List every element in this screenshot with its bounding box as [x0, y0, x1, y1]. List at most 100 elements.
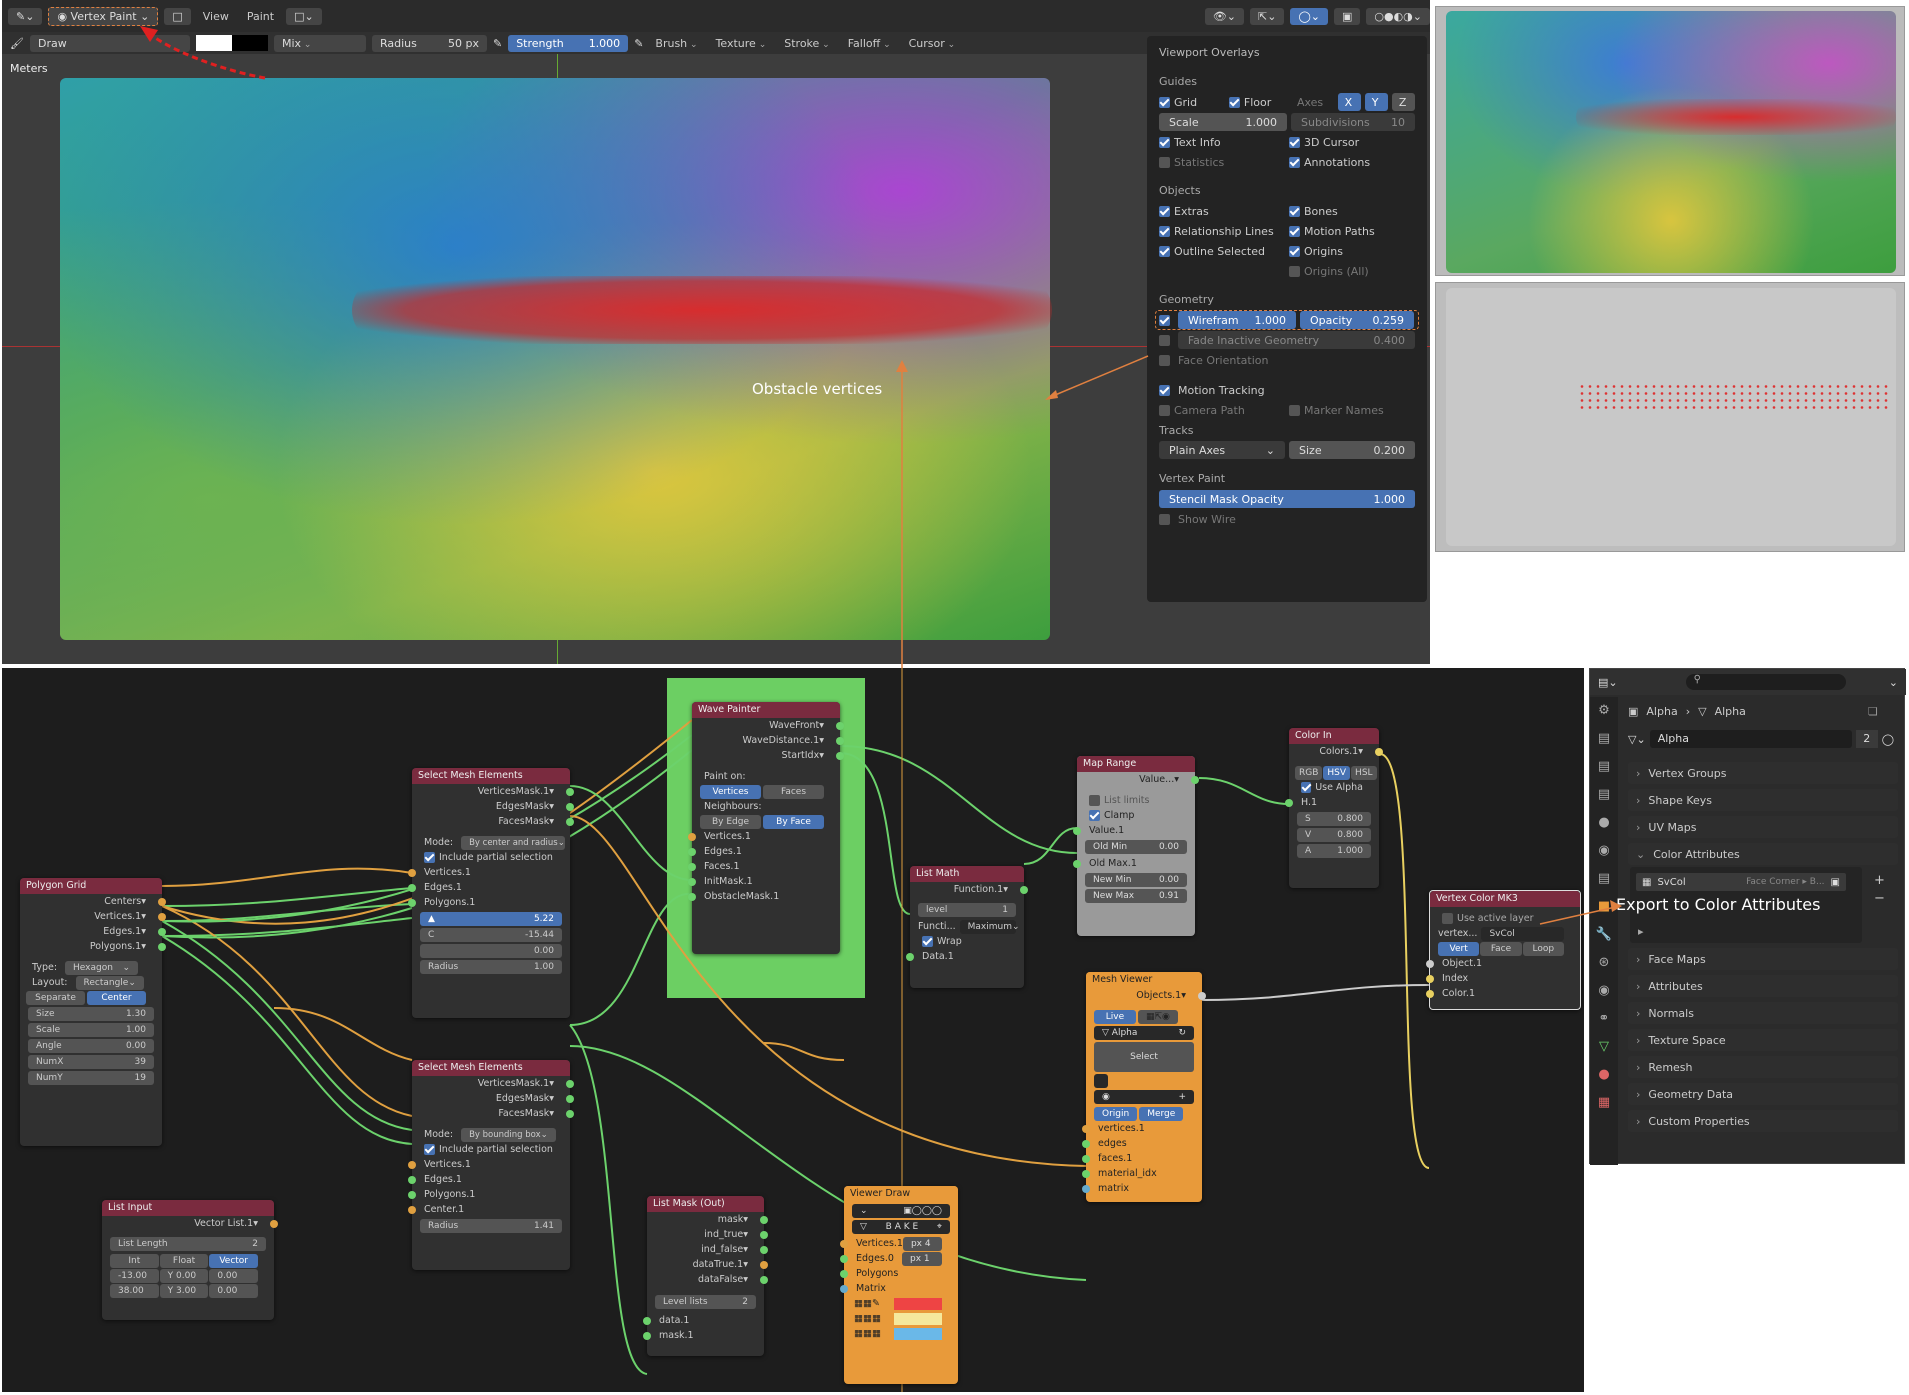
pressure-icon-2[interactable]: ✎ — [634, 36, 644, 50]
int-mode[interactable]: Int — [110, 1253, 159, 1268]
vec1-z[interactable]: 0.00 — [209, 1268, 259, 1283]
physics-tab-icon[interactable]: ◉ — [1598, 983, 1610, 998]
fake-user-icon[interactable]: ◯ — [1881, 732, 1894, 746]
vcol-face[interactable]: Face — [1480, 941, 1522, 956]
visibility-icon[interactable]: 👁⌄ — [1204, 7, 1245, 25]
list-mask-node[interactable]: List Mask (Out) mask ▾ ind_true ▾ ind_fa… — [643, 1196, 768, 1356]
gizmo-icon[interactable]: ⇱⌄ — [1250, 7, 1285, 25]
grid-type-dropdown[interactable]: Hexagon⌄ — [65, 960, 138, 975]
text-info-checkbox[interactable]: Text Info — [1159, 136, 1285, 149]
sel1-center-z[interactable]: 0.00 — [420, 944, 562, 958]
grid-layout-dropdown[interactable]: Rectangle⌄ — [75, 975, 144, 990]
polygon-grid-out-edges[interactable]: Edges.1 ▾ — [20, 924, 166, 939]
panel-geometry-data[interactable]: Geometry Data — [1628, 1083, 1898, 1105]
tool-tab-icon[interactable]: ⚙ — [1598, 703, 1610, 718]
menu-brush[interactable]: Brush — [649, 37, 703, 50]
origins-checkbox[interactable]: Origins — [1289, 245, 1415, 258]
list-math-function-dropdown[interactable]: Maximum⌄ — [959, 919, 1020, 934]
annotations-checkbox[interactable]: Annotations — [1289, 156, 1415, 169]
viewport-3d[interactable]: ✎⌄ ◉ Vertex Paint ⌄ □ View Paint □⌄ 👁⌄ ⇱… — [2, 0, 1430, 664]
neighbours-by-edge[interactable]: By Edge — [700, 814, 761, 829]
select-mesh-elements-node-1[interactable]: Select Mesh Elements VerticesMask.1 ▾ Ed… — [408, 768, 574, 1018]
vertex-color-node[interactable]: Vertex Color MK3 Use active layer vertex… — [1426, 890, 1581, 1010]
sel2-partial-checkbox[interactable]: Include partial selection — [412, 1142, 570, 1157]
node-editor[interactable]: Polygon Grid Centers ▾ Vertices.1 ▾ Edge… — [2, 668, 1584, 1392]
vec2-y[interactable]: Y 3.00 — [159, 1283, 209, 1298]
extras-checkbox[interactable]: Extras — [1159, 205, 1285, 218]
menu-cursor[interactable]: Cursor — [903, 37, 962, 50]
sel2-mode-dropdown[interactable]: By bounding box⌄ — [461, 1127, 556, 1142]
origin-button[interactable]: Origin — [1094, 1106, 1138, 1121]
xray-icon[interactable]: ▣ — [1333, 7, 1361, 25]
painted-mesh[interactable] — [60, 78, 1050, 640]
origins-all-checkbox[interactable]: Origins (All) — [1289, 265, 1415, 278]
secondary-color-swatch[interactable] — [231, 35, 268, 51]
rgb-mode[interactable]: RGB — [1295, 765, 1323, 780]
show-wire-checkbox[interactable]: Show Wire — [1159, 509, 1415, 529]
options-icon[interactable]: ⌄ — [1888, 675, 1898, 689]
texture-tab-icon[interactable]: ▦ — [1597, 1095, 1611, 1110]
grid-checkbox[interactable]: Grid — [1159, 96, 1225, 109]
polygon-grid-out-centers[interactable]: Centers ▾ — [20, 894, 166, 909]
menu-falloff[interactable]: Falloff — [842, 37, 897, 50]
brush-selector[interactable]: Draw — [29, 34, 190, 52]
menu-view[interactable]: View — [202, 9, 229, 23]
shading-modes-icon[interactable]: ○●◐◑⌄ — [1366, 7, 1430, 25]
trash-icon[interactable] — [1094, 1074, 1108, 1088]
sel1-center-x[interactable]: ▲5.22 — [420, 912, 562, 926]
sel1-center-y[interactable]: C-15.44 — [420, 928, 562, 942]
expand-arrow-icon[interactable]: ▸ — [1638, 925, 1644, 938]
axis-z-toggle[interactable]: Z — [1391, 93, 1416, 111]
render-tab-icon[interactable]: ▤ — [1597, 731, 1611, 746]
wireframe-checkbox[interactable] — [1159, 314, 1170, 326]
face-color-swatch[interactable] — [894, 1327, 942, 1340]
vec1-y[interactable]: Y 0.00 — [159, 1268, 209, 1283]
editor-type-icon[interactable]: ▤⌄ — [1598, 675, 1618, 689]
overlay-icon[interactable]: ◯⌄ — [1290, 7, 1328, 25]
primary-color-swatch[interactable] — [195, 35, 232, 51]
center-button[interactable]: Center — [87, 990, 146, 1005]
panel-shape-keys[interactable]: Shape Keys — [1628, 789, 1898, 811]
relationship-lines-checkbox[interactable]: Relationship Lines — [1159, 225, 1285, 238]
collection-tab-icon[interactable]: ▤ — [1597, 871, 1611, 886]
vec1-x[interactable]: -13.00 — [110, 1268, 159, 1283]
mode-dropdown[interactable]: ◉ Vertex Paint ⌄ — [48, 6, 159, 26]
sel1-mode-dropdown[interactable]: By center and radius⌄ — [461, 835, 566, 850]
modifier-tab-icon[interactable]: 🔧 — [1595, 927, 1613, 942]
live-toggle[interactable]: Live — [1094, 1009, 1136, 1024]
output-tab-icon[interactable]: ▤ — [1597, 759, 1611, 774]
menu-texture[interactable]: Texture — [710, 37, 773, 50]
panel-uv-maps[interactable]: UV Maps — [1628, 816, 1898, 838]
list-math-wrap-checkbox[interactable]: Wrap — [910, 934, 1024, 949]
panel-color-attributes[interactable]: Color Attributes — [1628, 843, 1898, 865]
vector-mode[interactable]: Vector — [209, 1253, 259, 1268]
panel-custom-properties[interactable]: Custom Properties — [1628, 1110, 1898, 1132]
floor-checkbox[interactable]: Floor — [1228, 96, 1293, 109]
marker-names-checkbox[interactable]: Marker Names — [1289, 404, 1415, 417]
panel-texture-space[interactable]: Texture Space — [1628, 1029, 1898, 1051]
users-count[interactable]: 2 — [1855, 730, 1878, 748]
panel-remesh[interactable]: Remesh — [1628, 1056, 1898, 1078]
map-range-node[interactable]: Map Range Value... ▾ List limits Clamp V… — [1073, 756, 1199, 936]
separate-button[interactable]: Separate — [26, 990, 85, 1005]
scene-tab-icon[interactable]: ● — [1598, 815, 1610, 830]
hsv-mode[interactable]: HSV — [1323, 765, 1351, 780]
list-limits-checkbox[interactable]: List limits — [1077, 793, 1195, 808]
blend-dropdown[interactable]: Mix — [273, 34, 366, 52]
